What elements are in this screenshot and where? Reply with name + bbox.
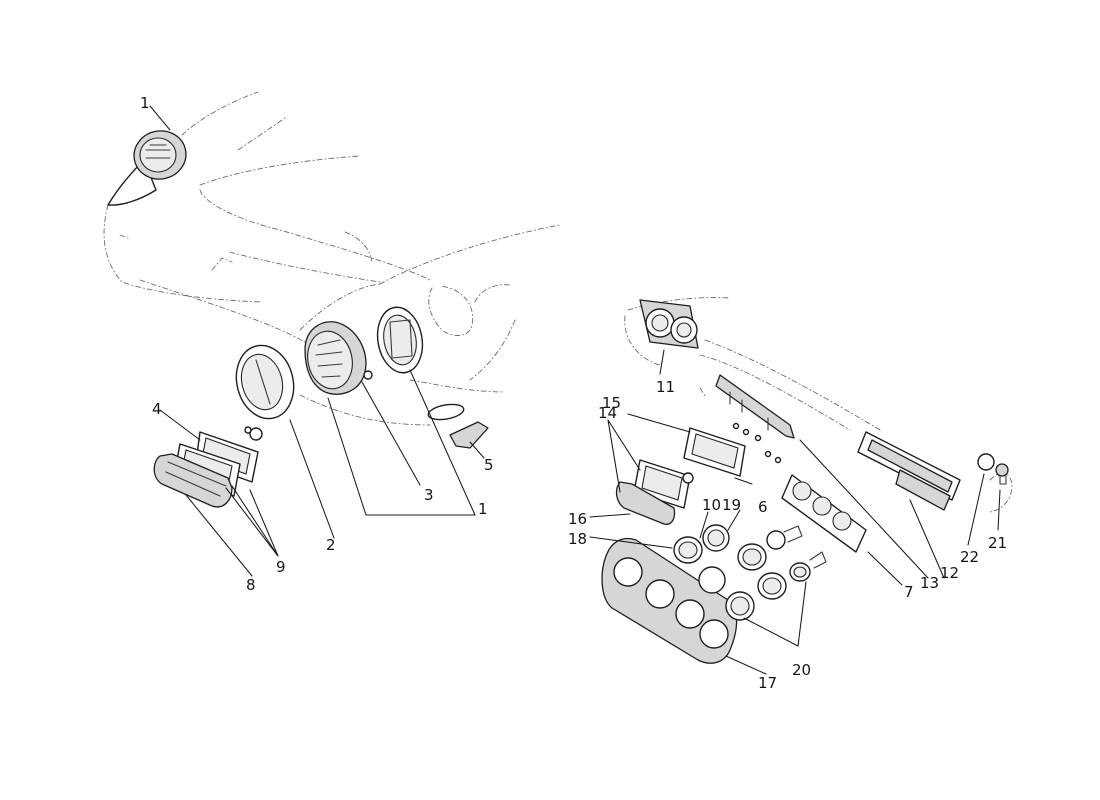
rear-reflector-lamps[interactable] <box>615 427 746 525</box>
callout-8: 8 <box>246 576 256 594</box>
rear-lamp-upper[interactable] <box>639 299 699 349</box>
callout-4: 4 <box>152 400 162 418</box>
callout-1-upper: 1 <box>140 94 150 112</box>
tail-lamp-body-large[interactable] <box>601 537 738 664</box>
callout-3: 3 <box>424 486 434 504</box>
callout-10: 10 <box>702 496 721 514</box>
rear-body-outline <box>624 297 1013 513</box>
licence-plate-lamp[interactable] <box>857 431 961 511</box>
callout-2: 2 <box>326 536 336 554</box>
screw-washer-set[interactable] <box>977 453 1009 485</box>
callout-11: 11 <box>656 378 675 396</box>
callout-18: 18 <box>568 530 587 548</box>
callout-numbers: 1 1 2 3 4 5 6 7 8 9 10 11 12 13 14 15 16… <box>140 94 1007 692</box>
callout-17: 17 <box>758 674 777 692</box>
headlamp-ring[interactable] <box>229 339 301 424</box>
headlamp-bezel[interactable] <box>373 304 428 377</box>
lens-set[interactable] <box>673 524 827 621</box>
callout-7: 7 <box>904 583 914 601</box>
leader-lines <box>149 105 1001 675</box>
callout-1-lower: 1 <box>478 500 488 518</box>
callout-20: 20 <box>792 661 811 679</box>
front-indicator-assembly[interactable] <box>153 426 263 508</box>
headlamp-unit[interactable] <box>302 321 373 395</box>
tail-lamp-body-small[interactable] <box>781 474 867 553</box>
callout-22: 22 <box>960 548 979 566</box>
front-position-lamp-upper[interactable] <box>107 126 190 206</box>
callout-5: 5 <box>484 456 494 474</box>
callout-9: 9 <box>276 558 286 576</box>
callout-13: 13 <box>920 574 939 592</box>
callout-14: 14 <box>598 404 617 422</box>
callout-16: 16 <box>568 510 587 528</box>
front-body-outline <box>103 91 561 426</box>
callout-21: 21 <box>988 534 1007 552</box>
callout-6: 6 <box>758 498 768 516</box>
callout-19: 19 <box>722 496 741 514</box>
callout-12: 12 <box>940 564 959 582</box>
rear-trim-strip[interactable] <box>715 374 795 464</box>
callout-15: 15 <box>602 394 621 412</box>
side-marker-lamp[interactable] <box>427 402 489 449</box>
